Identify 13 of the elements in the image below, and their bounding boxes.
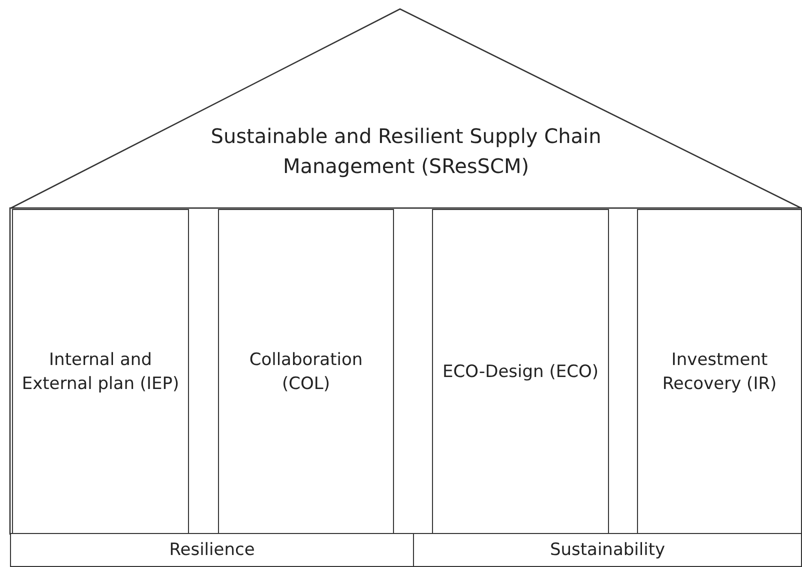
pillar-box [432, 209, 609, 534]
pillar-label: ECO-Design (ECO) [442, 360, 600, 384]
foundation-label: Resilience [168, 539, 256, 562]
pillar-box [637, 209, 802, 534]
pillar-label: Internal and External plan (IEP) [20, 348, 180, 396]
pillar-label: Investment Recovery (IR) [661, 348, 778, 396]
pillar-label: Collaboration (COL) [248, 348, 364, 396]
foundation-band [10, 533, 414, 567]
pillar-box [218, 209, 394, 534]
pillar-box [12, 209, 189, 534]
foundation-band [413, 533, 802, 567]
foundation-label: Sustainability [548, 539, 666, 562]
roof-title: Sustainable and Resilient Supply Chain Management (SResSCM) [210, 123, 602, 180]
